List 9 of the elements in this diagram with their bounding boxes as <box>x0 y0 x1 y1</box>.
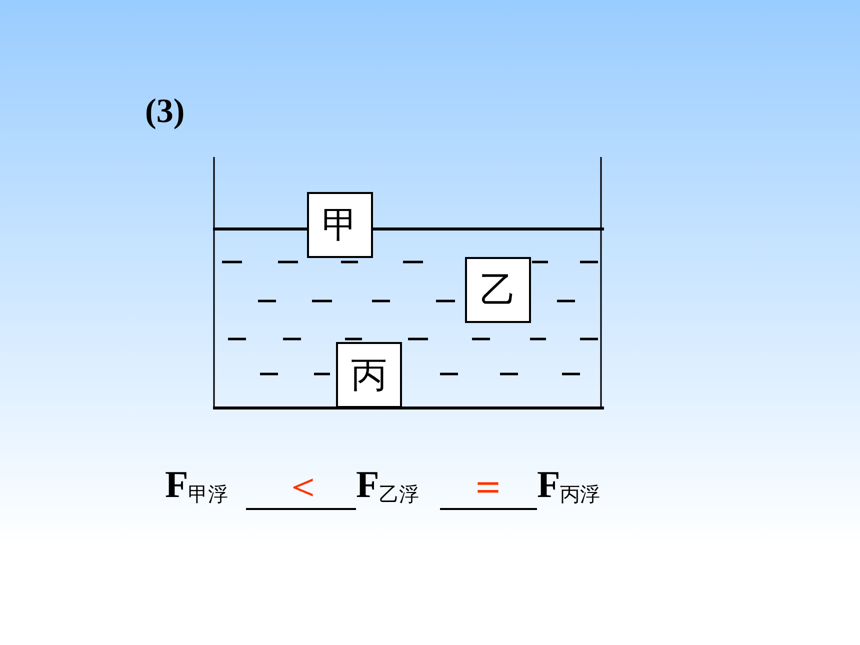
answer-text: ＝ <box>468 466 508 506</box>
block: 甲 <box>307 192 373 258</box>
item-number: (3) <box>145 95 185 129</box>
force-symbol: F$_{乙浮}$ <box>356 466 420 504</box>
force-symbol: F$_{丙浮}$ <box>537 466 600 504</box>
force-symbol: F$_{甲浮}$ <box>165 466 228 504</box>
block: 乙 <box>465 257 531 323</box>
block: 丙 <box>336 342 402 408</box>
answer-text: ＜ <box>283 466 323 506</box>
